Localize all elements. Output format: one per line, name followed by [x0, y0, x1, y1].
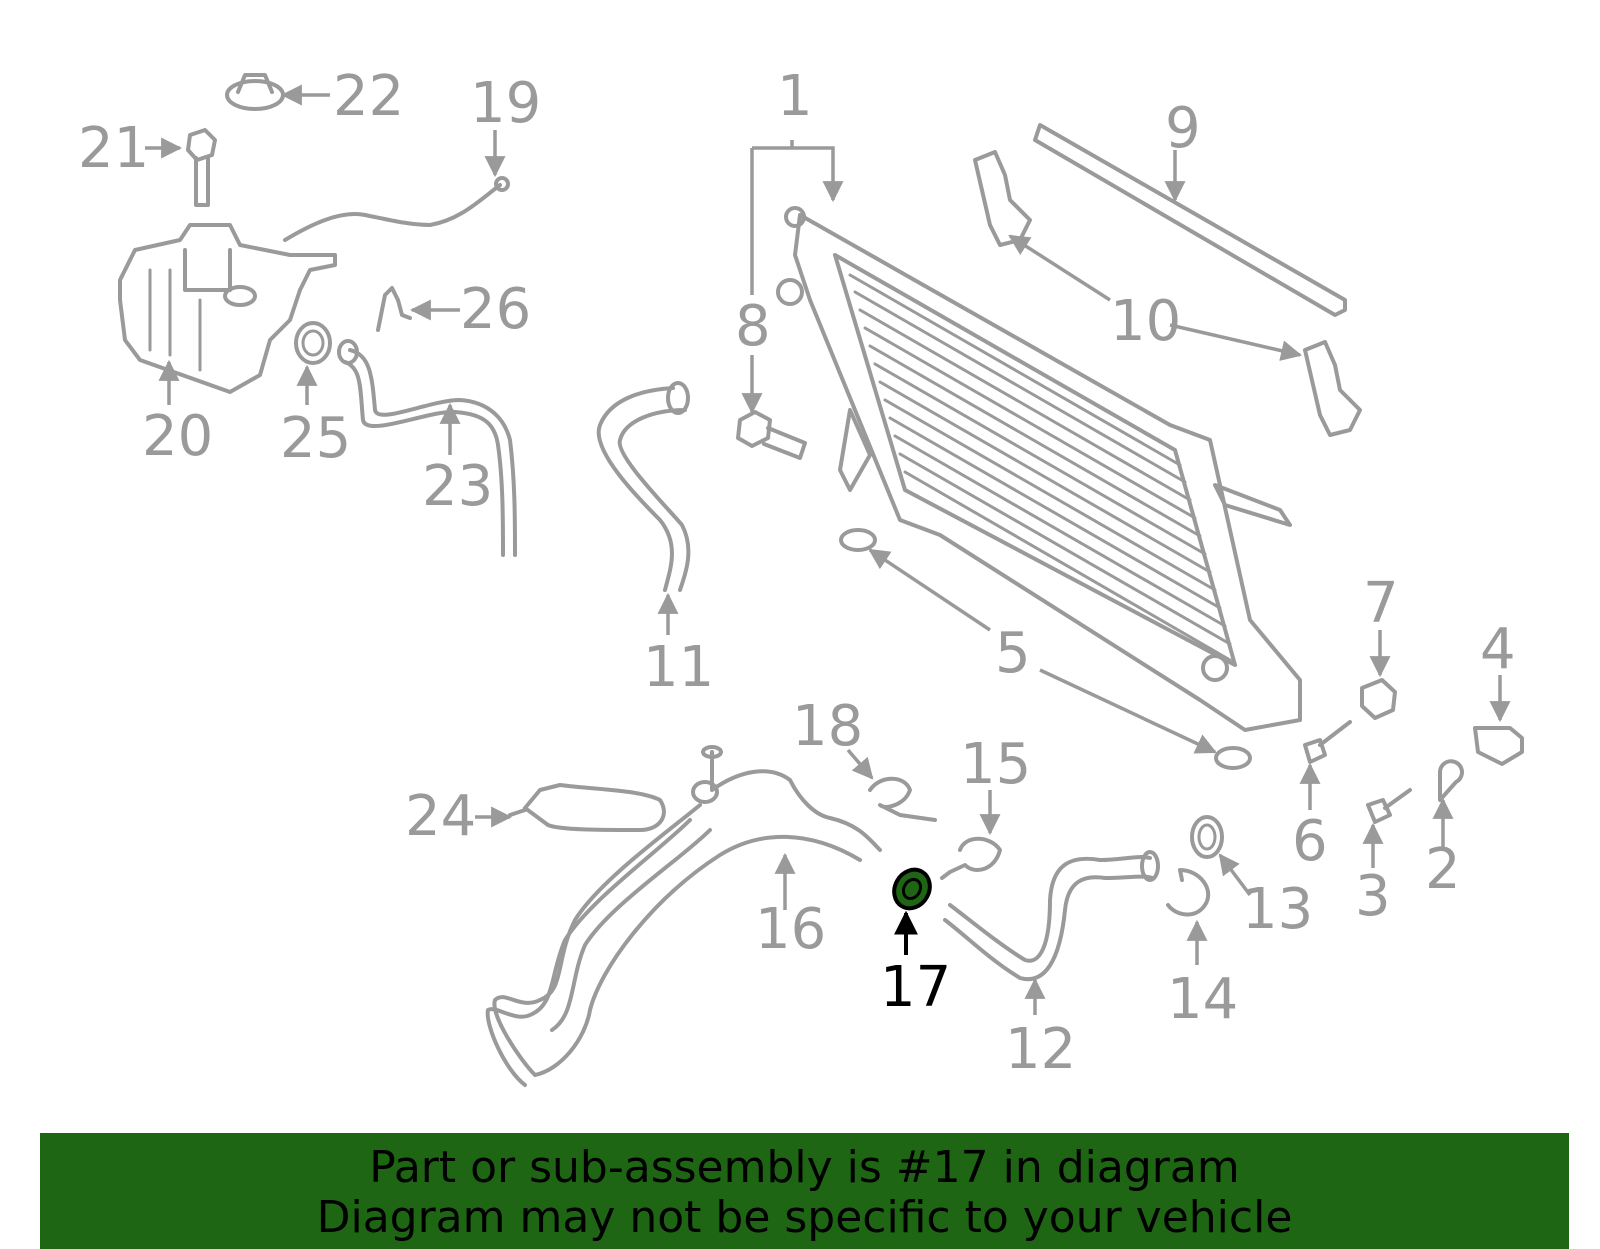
callout-3[interactable]: 3 [1355, 864, 1391, 929]
callout-13[interactable]: 13 [1242, 877, 1313, 942]
leader-lines [145, 84, 1511, 1015]
bolt-21 [186, 128, 217, 207]
banner-part-text: Part or sub-assembly is #17 in diagram [369, 1142, 1240, 1193]
cap-22 [225, 73, 285, 111]
callout-16[interactable]: 16 [755, 897, 826, 962]
sensor-4 [1473, 726, 1524, 766]
hose-23 [343, 348, 517, 557]
hose-12 [943, 855, 1154, 982]
terminal-2 [1438, 759, 1464, 802]
bolt-6 [1303, 720, 1352, 764]
callout-9[interactable]: 9 [1165, 96, 1201, 161]
callout-25[interactable]: 25 [280, 406, 351, 471]
callout-19[interactable]: 19 [470, 71, 541, 136]
callout-5[interactable]: 5 [995, 621, 1031, 686]
callout-26[interactable]: 26 [460, 277, 531, 342]
upper-support-bar [1033, 123, 1347, 317]
callout-14[interactable]: 14 [1167, 967, 1238, 1032]
pipe-assembly-16 [485, 745, 882, 1087]
seal-25 [294, 321, 332, 365]
callout-11[interactable]: 11 [643, 635, 714, 700]
clip-26 [376, 286, 412, 332]
callout-24[interactable]: 24 [405, 784, 476, 849]
nut-7 [1360, 678, 1397, 720]
upper-bracket-left [973, 150, 1032, 247]
reservoir-20 [118, 223, 337, 394]
bolt-8 [736, 410, 807, 460]
clamp-14 [1166, 868, 1211, 917]
callout-6[interactable]: 6 [1292, 809, 1328, 874]
callout-labels: 1 9 10 8 5 7 4 6 2 3 13 14 12 15 18 16 1… [78, 64, 1516, 1082]
radiator-part [776, 206, 1302, 732]
bolt-3 [1366, 788, 1412, 824]
callout-7[interactable]: 7 [1363, 571, 1399, 636]
clamp-15 [940, 836, 1002, 880]
callout-12[interactable]: 12 [1005, 1017, 1076, 1082]
callout-4[interactable]: 4 [1480, 617, 1516, 682]
callout-20[interactable]: 20 [142, 404, 213, 469]
clamp-18 [868, 776, 937, 822]
insulator-5-top [839, 528, 877, 552]
hose-24 [508, 783, 666, 832]
insulator-5-bottom [1214, 746, 1252, 770]
upper-bracket-right [1303, 340, 1362, 437]
callout-18[interactable]: 18 [792, 694, 863, 759]
callout-8[interactable]: 8 [735, 294, 771, 359]
hose-11-end [666, 381, 690, 415]
info-banner: Part or sub-assembly is #17 in diagram D… [40, 1133, 1569, 1249]
seal-17-highlighted[interactable] [887, 863, 936, 915]
callout-10[interactable]: 10 [1110, 289, 1181, 354]
callout-21[interactable]: 21 [78, 116, 149, 181]
callout-2[interactable]: 2 [1425, 837, 1461, 902]
callout-23[interactable]: 23 [422, 454, 493, 519]
overflow-tube-19 [283, 183, 502, 242]
callout-17-highlighted[interactable]: 17 [880, 955, 951, 1020]
hose-11 [596, 386, 691, 592]
seal-13 [1190, 815, 1224, 859]
callout-1[interactable]: 1 [777, 64, 813, 129]
banner-disclaimer-text: Diagram may not be specific to your vehi… [316, 1192, 1293, 1243]
callout-15[interactable]: 15 [960, 732, 1031, 797]
callout-22[interactable]: 22 [333, 64, 404, 129]
